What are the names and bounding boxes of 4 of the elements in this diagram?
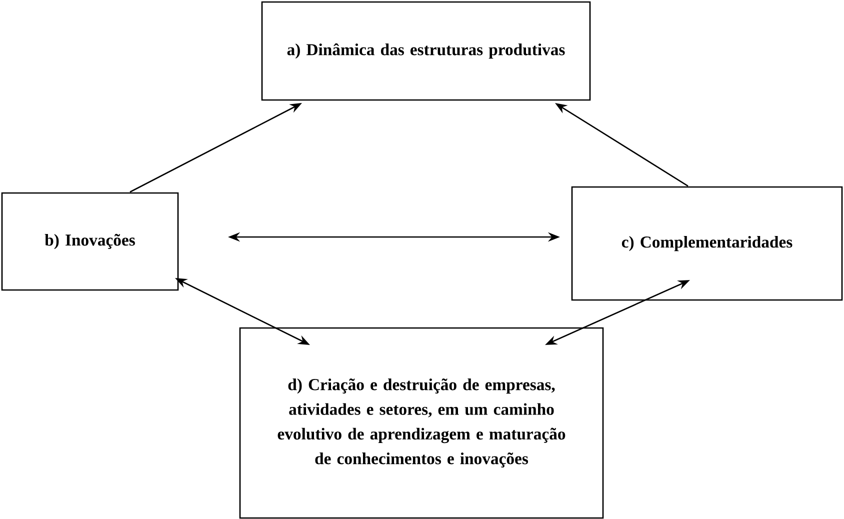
text-box: b) Inovações bbox=[1, 192, 179, 291]
text-box: a) Dinâmica das estruturas produtivas bbox=[261, 1, 591, 101]
text-box: c) Complementaridades bbox=[571, 186, 843, 301]
text-box: d) Criação e destruição de empresas, atividades e setores, em um caminho evolutivo de aprendizagem e maturação de conhecimentos e inovações bbox=[239, 327, 604, 519]
